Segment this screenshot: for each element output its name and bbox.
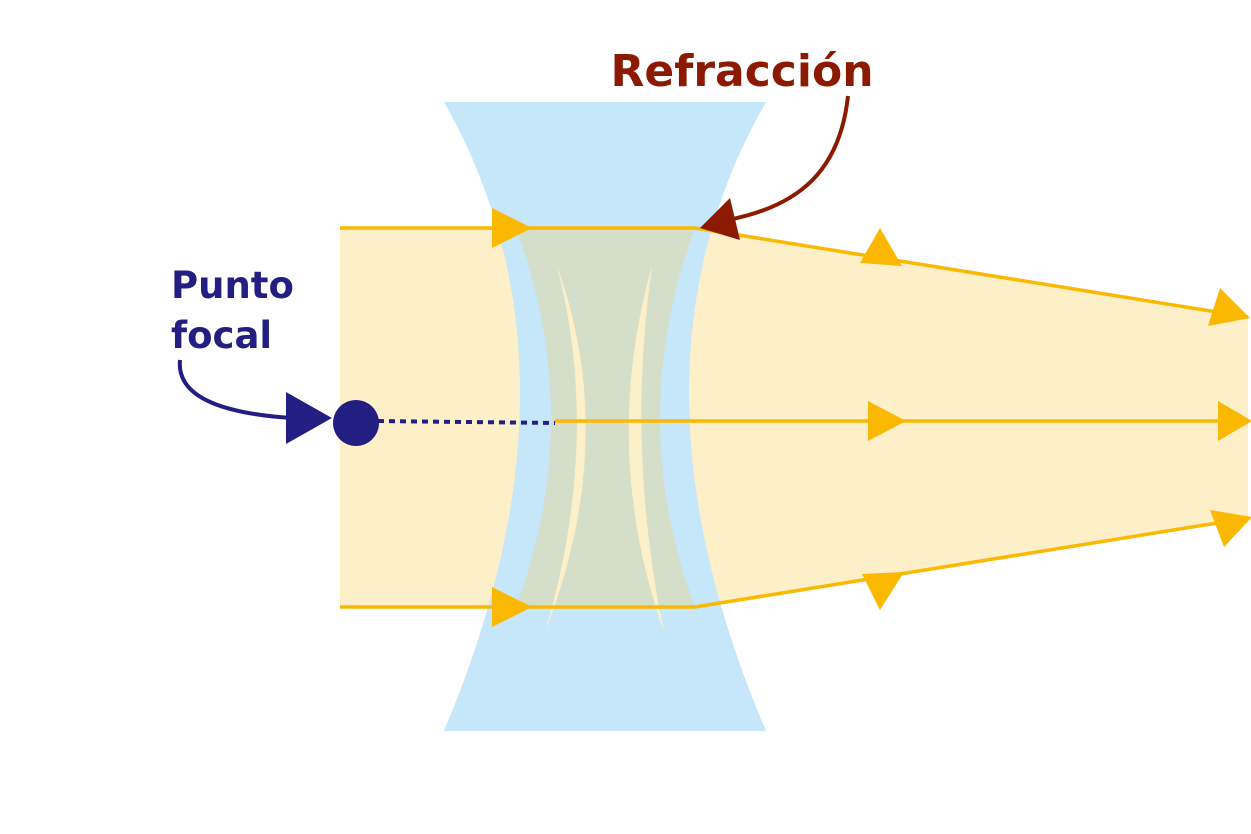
focal-dotted-line xyxy=(377,419,556,425)
ray-bottom xyxy=(340,516,1249,609)
refraction-curved-arrow xyxy=(727,95,850,222)
ray-top xyxy=(340,226,1249,319)
refraction-label: Refracción xyxy=(610,46,873,97)
light-beam-region xyxy=(340,228,1248,607)
focal-point-icon xyxy=(333,400,379,446)
lens-highlight-left xyxy=(545,266,586,632)
focal-point-label-line1: Punto xyxy=(171,264,294,307)
arrowhead-top-in xyxy=(492,208,532,248)
refraction-arrowhead-icon xyxy=(700,198,740,240)
lens-beam-overlap xyxy=(516,228,695,607)
ray-arrowheads xyxy=(492,208,1251,627)
arrowhead-bottom-end xyxy=(1210,510,1251,547)
focal-arrowhead-icon xyxy=(286,392,332,444)
arrowhead-top-end xyxy=(1208,288,1250,326)
arrowhead-bottom-mid xyxy=(862,572,904,610)
arrowhead-center-end xyxy=(1218,401,1251,441)
arrowhead-center-mid xyxy=(868,401,906,441)
lens-highlight-right xyxy=(628,266,664,632)
arrowhead-top-mid xyxy=(860,228,902,266)
focal-curved-arrow xyxy=(177,359,293,420)
focal-point-label-line2: focal xyxy=(171,314,272,357)
arrowhead-bottom-in xyxy=(492,587,532,627)
